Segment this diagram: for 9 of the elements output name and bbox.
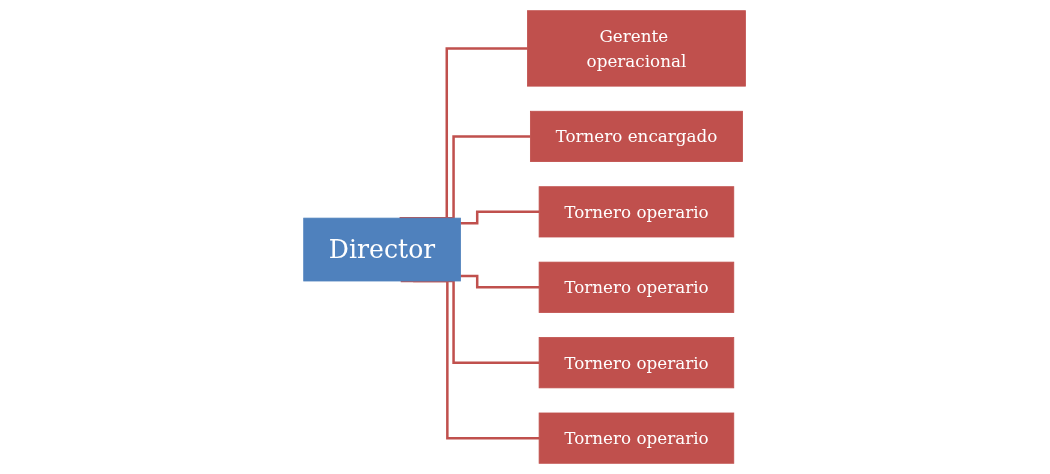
node-box: Tornero operario	[539, 261, 735, 313]
node-box: Tornero operario	[539, 186, 735, 238]
node-box: Gerente operacional	[527, 10, 747, 87]
node-box: Tornero operario	[539, 337, 735, 389]
node-box: Director	[303, 217, 462, 282]
connector	[460, 274, 540, 289]
node-box: Tornero encargado	[530, 110, 744, 162]
node-box: Tornero operario	[539, 412, 735, 464]
connector	[460, 210, 540, 225]
